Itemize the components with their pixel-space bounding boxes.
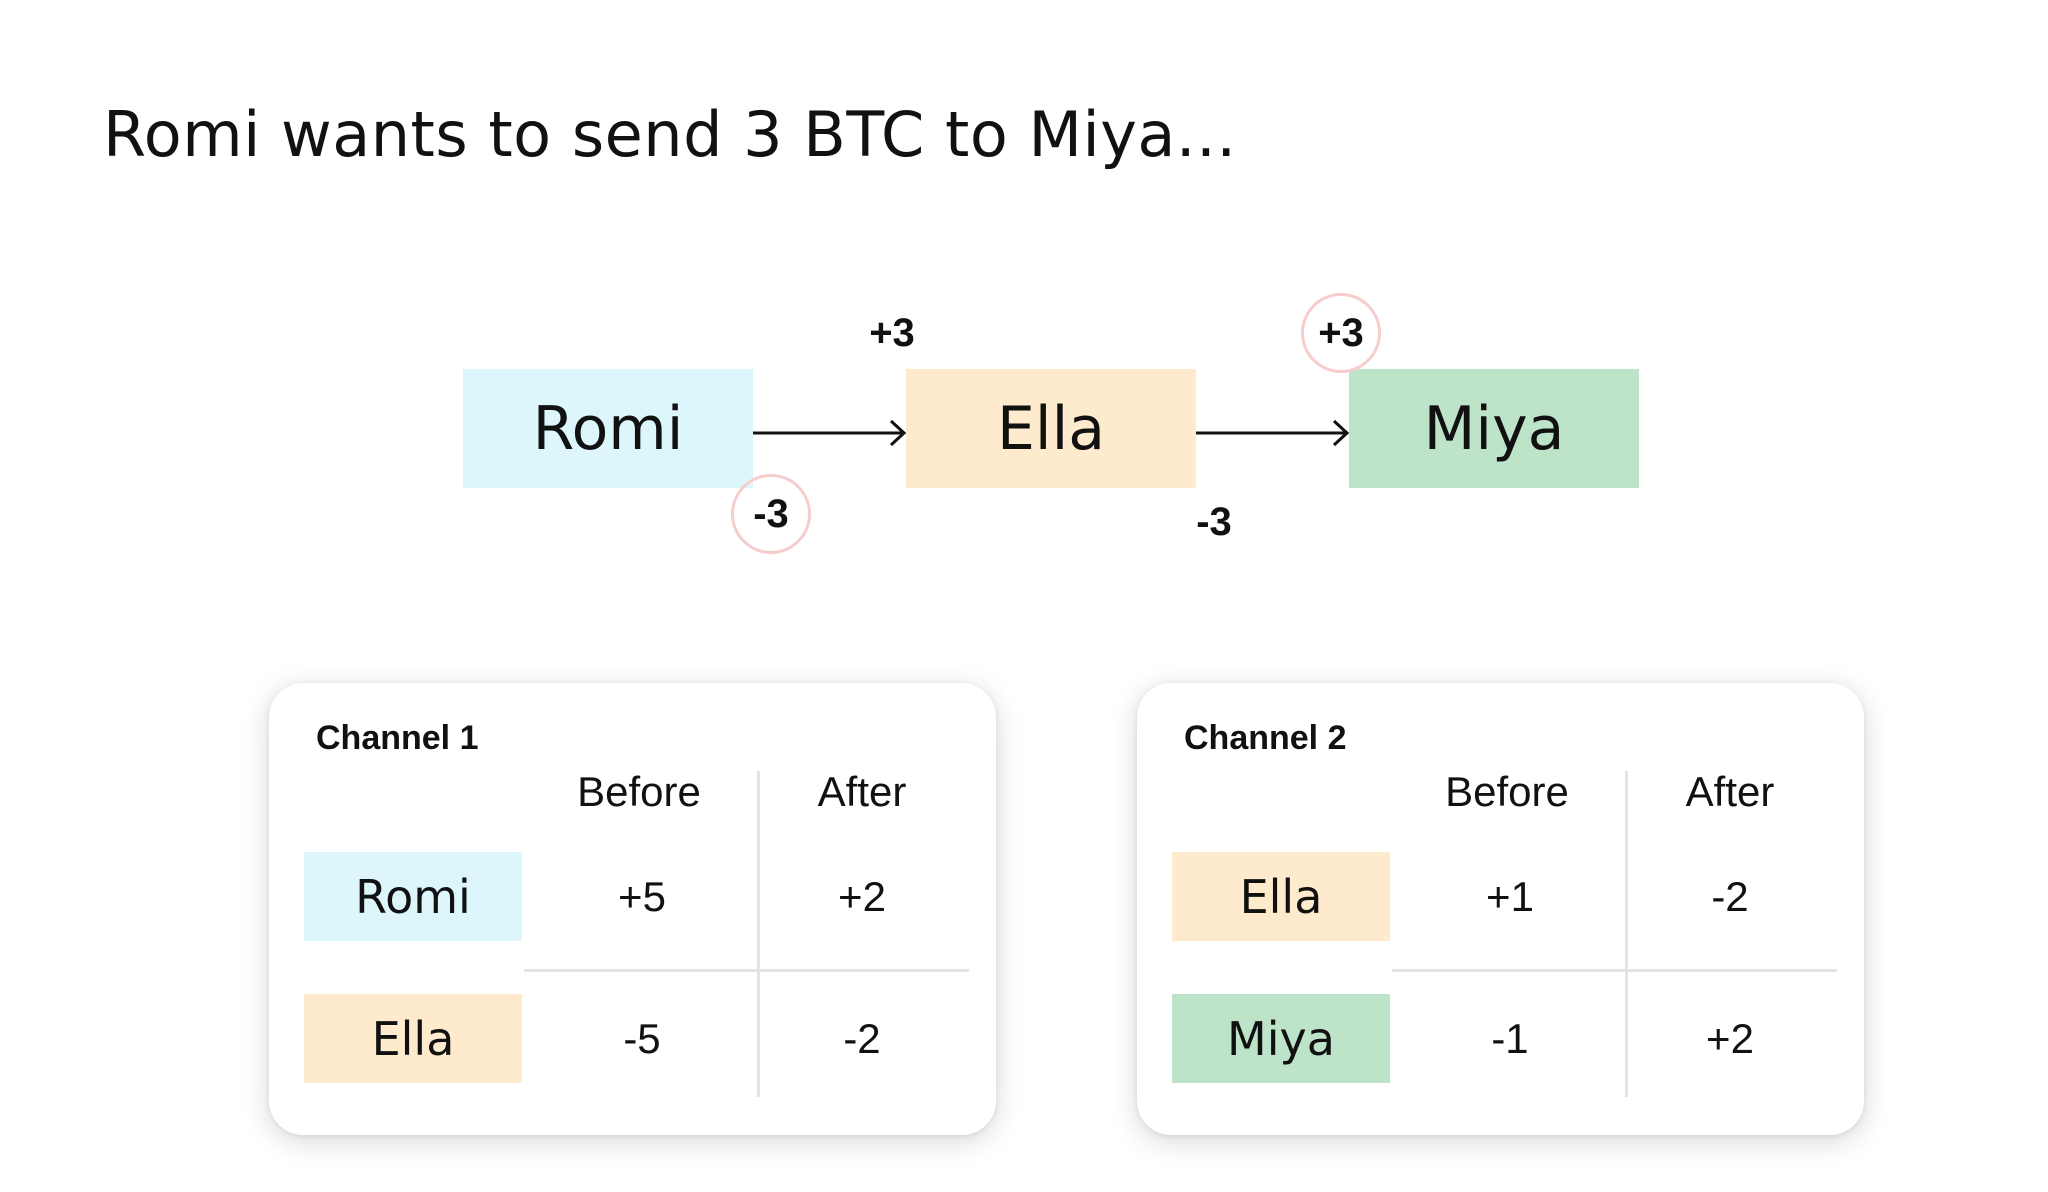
cell-before: +1 bbox=[1486, 873, 1534, 920]
cell-after: +2 bbox=[1706, 1015, 1754, 1062]
arrow-romi-to-ella bbox=[753, 419, 907, 447]
cell-after: -2 bbox=[1711, 873, 1749, 920]
channel-title: Channel 2 bbox=[1184, 719, 1347, 757]
cell-before: +5 bbox=[618, 873, 666, 920]
arrow-ella-to-miya bbox=[1196, 419, 1350, 447]
row-label-ella: Ella bbox=[1172, 852, 1390, 941]
row-label-ella: Ella bbox=[304, 994, 522, 1083]
node-miya: Miya bbox=[1349, 369, 1639, 488]
hop2-loss-label: -3 bbox=[1196, 499, 1232, 544]
hop2-gain-label: +3 bbox=[1301, 293, 1381, 373]
channel-title: Channel 1 bbox=[316, 719, 479, 757]
row-divider bbox=[1392, 969, 1837, 972]
column-header-after: After bbox=[1685, 768, 1775, 815]
hop1-gain-label: +3 bbox=[869, 310, 915, 355]
row-divider bbox=[524, 969, 969, 972]
column-header-before: Before bbox=[1445, 768, 1569, 815]
column-divider bbox=[1625, 771, 1628, 1097]
node-romi: Romi bbox=[463, 369, 753, 488]
cell-after: -2 bbox=[843, 1015, 881, 1062]
hop1-loss-label: -3 bbox=[731, 474, 811, 554]
column-header-after: After bbox=[817, 768, 907, 815]
cell-after: +2 bbox=[838, 873, 886, 920]
cell-before: -1 bbox=[1491, 1015, 1529, 1062]
channel-2-card: Channel 2 Before After Ella +1 -2 Miya -… bbox=[1137, 683, 1864, 1135]
slide-title: Romi wants to send 3 BTC to Miya... bbox=[103, 98, 1237, 171]
channel-1-card: Channel 1 Before After Romi +5 +2 Ella -… bbox=[269, 683, 996, 1135]
column-header-before: Before bbox=[577, 768, 701, 815]
column-divider bbox=[757, 771, 760, 1097]
row-label-miya: Miya bbox=[1172, 994, 1390, 1083]
row-label-romi: Romi bbox=[304, 852, 522, 941]
node-ella: Ella bbox=[906, 369, 1196, 488]
cell-before: -5 bbox=[623, 1015, 661, 1062]
